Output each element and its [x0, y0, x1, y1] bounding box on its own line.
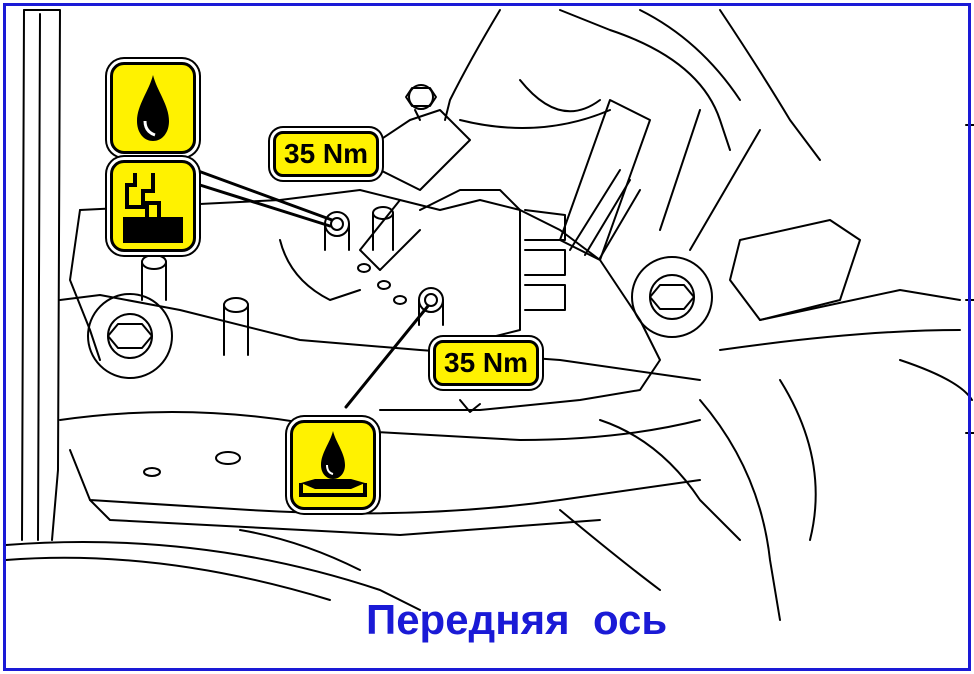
bolt-lower [418, 287, 444, 326]
right-lower-arm [631, 219, 973, 621]
engine-mount-bracket [69, 84, 661, 411]
torque-label-lower: 35 Nm [433, 340, 540, 386]
oil-bath-icon [299, 431, 367, 497]
strut-assembly [444, 9, 821, 261]
oil-drop-icon [137, 75, 169, 141]
torque-label-upper: 35 Nm [273, 131, 380, 177]
subframe-left-bolt [87, 293, 173, 379]
diagram-border [3, 3, 971, 671]
diagram-caption: Передняя ось [366, 596, 668, 643]
left-body-panel [21, 9, 61, 541]
bolt-upper [324, 211, 350, 251]
subframe-crossmember [59, 294, 741, 591]
floor-line [5, 541, 421, 611]
oil-bath-symbol-box [290, 420, 376, 510]
leader-lines [182, 166, 430, 409]
sealant-symbol-box [110, 160, 196, 252]
mounting-bosses [141, 206, 407, 356]
gasket-sealant-icon [123, 173, 183, 243]
oil-drop-symbol-box [110, 62, 196, 154]
